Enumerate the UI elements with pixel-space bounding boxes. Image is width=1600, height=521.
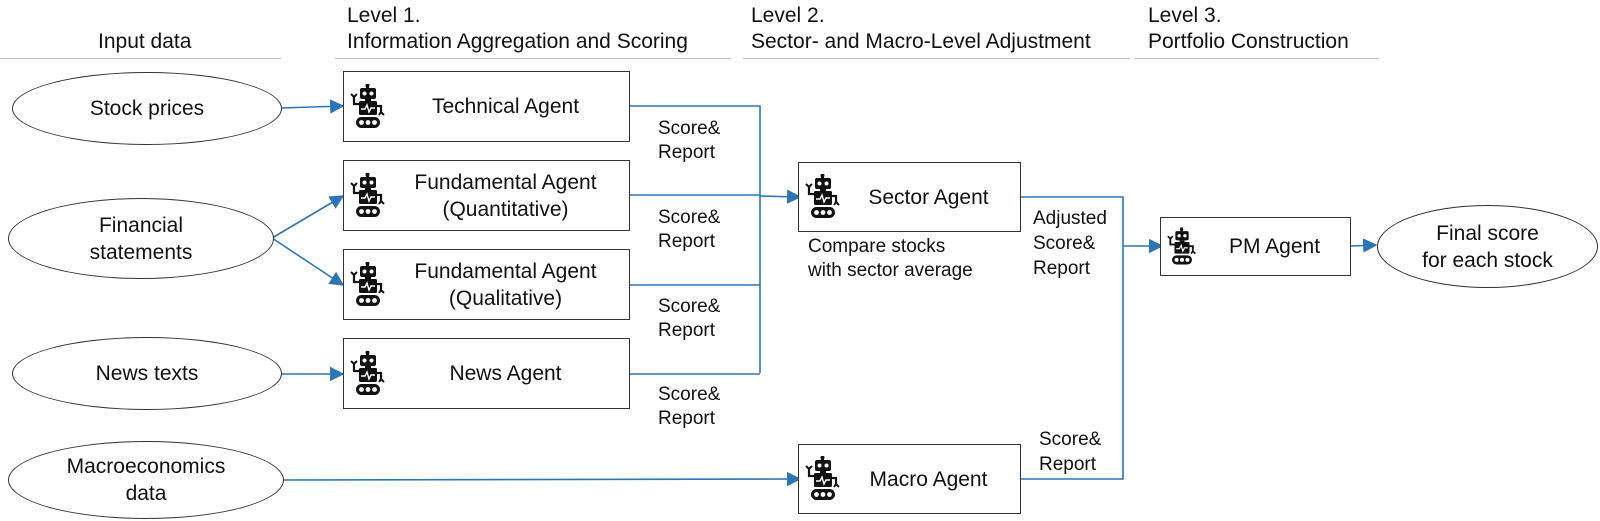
arrow-stock-to-technical	[280, 99, 345, 114]
arrow-macro-in	[280, 471, 802, 487]
arrow-pm-to-final	[1350, 238, 1378, 253]
fundamental-quant-label-line1: Fundamental Agent	[414, 170, 597, 194]
header-level1-number: Level 1.	[347, 4, 421, 27]
macro-agent-box: Macro Agent	[798, 444, 1021, 514]
header-rule-level3	[1135, 58, 1378, 59]
input-financial-statements: Financial statements	[8, 198, 274, 279]
technical-agent-box: Technical Agent	[343, 71, 630, 142]
arrow-financial-to-quant	[271, 195, 345, 239]
header-level2-number: Level 2.	[751, 4, 825, 27]
news-agent-label: News Agent	[449, 362, 562, 385]
label-adjusted: Adjusted	[1033, 208, 1107, 229]
label-report-4: Report	[658, 408, 716, 429]
pm-agent-box: PM Agent	[1160, 217, 1351, 276]
pm-agent-label: PM Agent	[1228, 235, 1321, 258]
macro-agent-label: Macro Agent	[869, 467, 988, 491]
sector-note-line2: with sector average	[808, 260, 973, 281]
fundamental-qual-label-line2: (Qualitative)	[448, 286, 563, 310]
robot-icon	[805, 456, 841, 502]
label-score-1: Score&	[658, 118, 721, 139]
header-rule-input	[0, 58, 281, 59]
label-report-1: Report	[658, 142, 716, 163]
robot-icon	[1167, 226, 1197, 265]
final-score-output: Final score for each stock	[1377, 205, 1598, 288]
robot-icon	[350, 350, 386, 396]
robot-icon	[350, 83, 386, 129]
line-sector-out	[1021, 196, 1124, 480]
fundamental-qual-agent-box: Fundamental Agent (Qualitative)	[343, 249, 630, 320]
label-report-2: Report	[658, 231, 716, 252]
news-agent-box: News Agent	[343, 338, 630, 409]
robot-icon	[350, 261, 386, 307]
label-report-3: Report	[658, 320, 716, 341]
label-adjusted-score: Score&	[1033, 233, 1096, 254]
technical-agent-label: Technical Agent	[431, 95, 580, 118]
header-rule-level2	[743, 58, 1130, 59]
header-level3-title: Portfolio Construction	[1148, 30, 1349, 53]
label-score-4: Score&	[658, 384, 721, 405]
label-macro-report: Report	[1039, 454, 1097, 475]
label-score-3: Score&	[658, 296, 721, 317]
robot-icon	[805, 174, 841, 220]
line-technical-out	[630, 105, 761, 373]
header-level2-title: Sector- and Macro-Level Adjustment	[751, 30, 1091, 53]
fundamental-quant-label-line2: (Quantitative)	[442, 197, 569, 221]
input-macroeconomics-data: Macroeconomics data	[8, 441, 284, 519]
label-adjusted-report: Report	[1033, 258, 1091, 279]
fundamental-qual-label-line1: Fundamental Agent	[414, 259, 597, 283]
arrow-financial-to-qual	[271, 237, 345, 286]
sector-agent-box: Sector Agent	[798, 162, 1021, 232]
arrow-to-sector	[759, 189, 802, 204]
sector-note-line1: Compare stocks	[808, 236, 946, 257]
header-level3-number: Level 3.	[1148, 4, 1222, 27]
header-input-data: Input data	[98, 30, 192, 53]
sector-agent-label: Sector Agent	[868, 185, 989, 209]
label-macro-score: Score&	[1039, 429, 1102, 450]
input-stock-prices: Stock prices	[12, 72, 282, 145]
header-level1-title: Information Aggregation and Scoring	[347, 30, 688, 53]
robot-icon	[350, 172, 386, 218]
label-score-2: Score&	[658, 207, 721, 228]
fundamental-quant-agent-box: Fundamental Agent (Quantitative)	[343, 160, 630, 231]
input-news-texts: News texts	[12, 337, 282, 410]
header-rule-level1	[335, 58, 730, 59]
